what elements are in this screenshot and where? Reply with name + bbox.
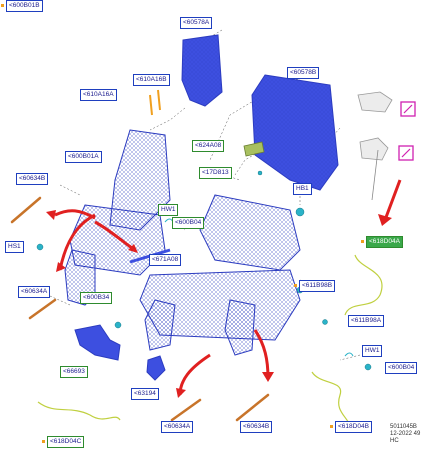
callout-618d04a: <618D04A (366, 236, 403, 248)
drawing-code: 5011045B 12-2022 49 HC (390, 424, 420, 445)
callout-63194: <63194 (131, 388, 159, 400)
callout-600b34: <600B34 (80, 292, 113, 304)
callout-60634a-bottom: <60634A (161, 421, 194, 433)
callout-611b98a: <611B98A (348, 315, 385, 327)
third-row-seat-frame (139, 194, 301, 356)
wiring-harnesses (37, 254, 383, 426)
callout-60634a-left: <60634A (18, 286, 51, 298)
callout-671a08: <671A08 (149, 254, 182, 266)
callout-66693: <66693 (60, 366, 88, 378)
motion-arrowheads (46, 210, 392, 398)
marker (330, 425, 333, 428)
switch-cable (371, 149, 379, 201)
hinge-63194 (146, 355, 166, 381)
callout-hb1: HB1 (293, 183, 312, 195)
marker (1, 4, 4, 7)
callout-60634b-top: <60634B (16, 173, 49, 185)
headrest-guides-610a16 (149, 89, 161, 116)
callout-600b04-top: <600B04 (172, 217, 205, 229)
callout-618d04b: <618D04B (335, 421, 372, 433)
callout-hs1: HS1 (5, 241, 24, 253)
marker (42, 440, 45, 443)
bracket-624a08 (243, 141, 265, 157)
magenta-markers (398, 101, 416, 161)
callout-611b98b: <611B98B (299, 280, 336, 292)
callout-618d04c: <618D04C (47, 436, 85, 448)
seat-back-panel-60578a-pattern (182, 35, 222, 106)
callout-60578b: <60578B (287, 67, 320, 79)
callout-610a16b: <610A16B (133, 74, 170, 86)
callout-hw1-top: HW1 (158, 204, 179, 216)
drawing-initials: HC (390, 438, 399, 444)
marker (361, 240, 364, 243)
gas-springs (10, 196, 270, 422)
callout-600b01a: <600B01A (65, 151, 102, 163)
callout-610a16a: <610A16A (80, 89, 117, 101)
seat-back-panel-60578b-pattern (252, 75, 338, 190)
magenta-marker-arrows (401, 104, 413, 158)
callout-60578a: <60578A (180, 17, 213, 29)
seat-switch-assemblies (357, 91, 393, 161)
callout-600b01b: <600B01B (6, 0, 43, 12)
motion-arrows (54, 179, 402, 396)
marker (294, 284, 297, 287)
drawing-ref: 5011045B (390, 424, 417, 430)
callout-600b04-bottom: <600B04 (385, 362, 418, 374)
callout-624a08: <624A08 (192, 140, 225, 152)
drawing-date: 12-2022 49 (390, 431, 421, 437)
callout-hw1-bottom: HW1 (362, 345, 383, 357)
bracket-66693 (74, 324, 121, 361)
callout-17d813: <17D813 (199, 167, 232, 179)
callout-60634b-bottom: <60634B (240, 421, 273, 433)
